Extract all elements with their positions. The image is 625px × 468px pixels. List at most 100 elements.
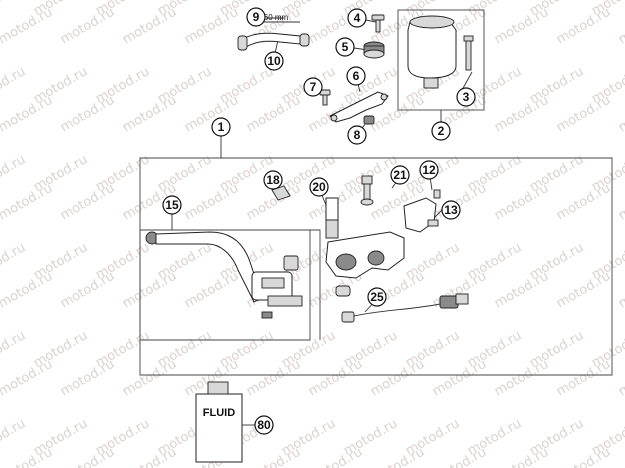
- watermark-text: motod.ru: [616, 181, 625, 224]
- watermark-text: motod.ru: [430, 357, 489, 400]
- watermark-text: motod.ru: [120, 5, 179, 48]
- watermark-text: motod.ru: [554, 445, 613, 468]
- callout-label: 12: [422, 163, 436, 177]
- callout-c10: 10: [264, 51, 284, 71]
- part-21-banjo: [360, 175, 374, 206]
- watermark-text: motod.ru: [554, 269, 613, 312]
- callout-c8: 8: [347, 125, 367, 145]
- callout-c4: 4: [347, 8, 367, 28]
- fluid-bottle-label: FLUID: [203, 407, 235, 419]
- watermark-text: motod.ru: [0, 240, 28, 283]
- master-cylinder-body: [325, 231, 405, 297]
- callout-c80: 80: [254, 415, 274, 435]
- callout-label: 18: [266, 173, 280, 187]
- watermark-text: motod.ru: [616, 5, 625, 48]
- watermark-text: motod.ru: [244, 445, 303, 468]
- callout-label: 25: [370, 290, 384, 304]
- callout-label: 20: [312, 180, 326, 194]
- part-9-10-hose: 60 mm: [237, 13, 310, 51]
- callout-c21: 21: [390, 165, 410, 185]
- watermark-text: motod.ru: [430, 269, 489, 312]
- callout-label: 8: [354, 128, 361, 142]
- watermark-text: motod.ru: [492, 357, 551, 400]
- watermark-text: motod.ru: [182, 181, 241, 224]
- part-15-lever: [145, 231, 303, 319]
- watermark-text: motod.ru: [58, 357, 117, 400]
- callout-label: 7: [310, 80, 317, 94]
- watermark-text: motod.ru: [616, 93, 625, 136]
- part-4-screw: [371, 14, 385, 33]
- callout-c12: 12: [419, 160, 439, 180]
- watermark-text: motod.ru: [492, 93, 551, 136]
- watermark-text: motod.ru: [0, 328, 28, 371]
- hose-length-dimension: 60 mm: [264, 13, 289, 22]
- callout-c3: 3: [456, 87, 476, 107]
- watermark-text: motod.ru: [306, 357, 365, 400]
- callout-c2: 2: [431, 121, 451, 141]
- callout-c20: 20: [309, 177, 329, 197]
- watermark-text: motod.ru: [58, 5, 117, 48]
- part-6-bracket: [329, 91, 389, 123]
- watermark-text: motod.ru: [554, 5, 613, 48]
- callout-c15: 15: [162, 195, 182, 215]
- callout-label: 21: [393, 168, 407, 182]
- callout-label: 10: [267, 54, 281, 68]
- callout-label: 2: [438, 124, 445, 138]
- callout-label: 80: [257, 418, 271, 432]
- watermark-text: motod.ru: [0, 357, 55, 400]
- callout-label: 4: [354, 11, 361, 25]
- watermark-text: motod.ru: [58, 269, 117, 312]
- lever-assembly-frame: [139, 229, 311, 341]
- watermark-text: motod.ru: [616, 269, 625, 312]
- watermark-text: motod.ru: [616, 357, 625, 400]
- watermark-text: motod.ru: [492, 269, 551, 312]
- part-5-cap: [363, 41, 385, 59]
- watermark-text: motod.ru: [120, 93, 179, 136]
- callout-c13: 13: [441, 200, 461, 220]
- part-7-bolt: [319, 89, 331, 106]
- watermark-text: motod.ru: [182, 269, 241, 312]
- watermark-text: motod.ru: [0, 93, 55, 136]
- watermark-text: motod.ru: [58, 93, 117, 136]
- watermark-text: motod.ru: [0, 181, 55, 224]
- callout-label: 15: [165, 198, 179, 212]
- watermark-text: motod.ru: [120, 269, 179, 312]
- watermark-text: motod.ru: [554, 181, 613, 224]
- part-80-fluid-bottle: FLUID: [195, 381, 243, 463]
- watermark-text: motod.ru: [430, 445, 489, 468]
- callout-c6: 6: [346, 66, 366, 86]
- watermark-text: motod.ru: [554, 93, 613, 136]
- callout-label: 6: [353, 69, 360, 83]
- watermark-text: motod.ru: [368, 445, 427, 468]
- callout-label: 5: [342, 40, 349, 54]
- watermark-text: motod.ru: [120, 357, 179, 400]
- watermark-text: motod.ru: [492, 445, 551, 468]
- callout-label: 13: [444, 203, 458, 217]
- watermark-text: motod.ru: [368, 357, 427, 400]
- callout-label: 9: [253, 10, 260, 24]
- watermark-text: motod.ru: [492, 181, 551, 224]
- watermark-text: motod.ru: [0, 445, 55, 468]
- watermark-text: motod.ru: [58, 181, 117, 224]
- lever-frame-divider: [310, 229, 321, 340]
- watermark-text: motod.ru: [616, 445, 625, 468]
- watermark-text: motod.ru: [0, 64, 28, 107]
- callout-c18: 18: [263, 170, 283, 190]
- watermark-text: motod.ru: [0, 0, 28, 19]
- callout-c9: 9: [246, 7, 266, 27]
- watermark-text: motod.ru: [182, 5, 241, 48]
- callout-label: 1: [218, 120, 225, 134]
- callout-c1: 1: [211, 117, 231, 137]
- watermark-text: motod.ru: [306, 445, 365, 468]
- part-18-cover: [271, 185, 291, 201]
- callout-c25: 25: [367, 287, 387, 307]
- watermark-text: motod.ru: [0, 416, 28, 459]
- watermark-text: motod.ru: [554, 357, 613, 400]
- watermark-text: motod.ru: [244, 93, 303, 136]
- watermark-text: motod.ru: [0, 152, 28, 195]
- callout-label: 3: [463, 90, 470, 104]
- watermark-text: motod.ru: [182, 93, 241, 136]
- part-2-3-reservoir: [407, 15, 474, 89]
